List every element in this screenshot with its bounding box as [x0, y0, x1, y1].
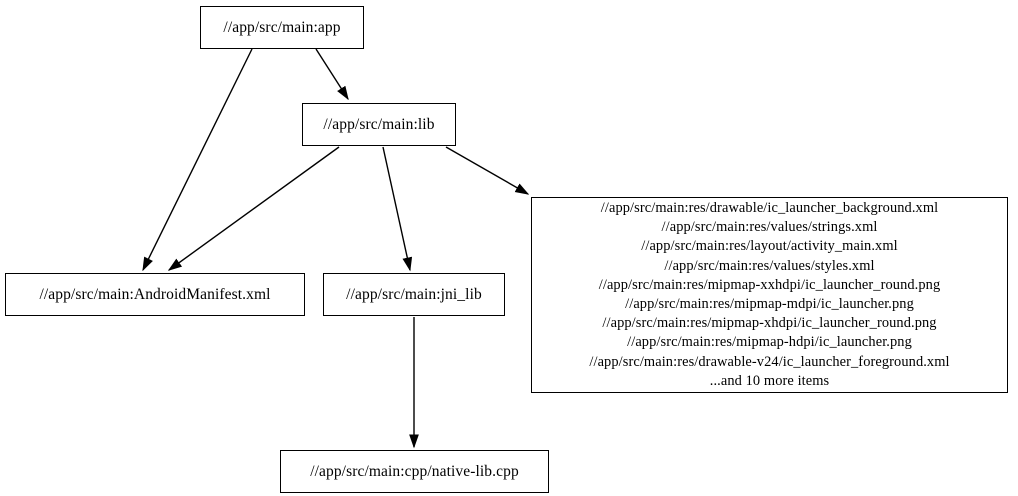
graph-node-label-line: //app/src/main:res/drawable/ic_launcher_…: [600, 199, 939, 216]
graph-node-label-manifest: //app/src/main:AndroidManifest.xml: [39, 286, 271, 303]
graph-edge-lib-to-jni-lib: [382, 146, 413, 272]
graph-node-label-resources: //app/src/main:res/drawable/ic_launcher_…: [589, 199, 949, 391]
graph-node-label-line: //app/src/main:res/mipmap-mdpi/ic_launch…: [625, 296, 914, 312]
graph-node-native_lib[interactable]: //app/src/main:cpp/native-lib.cpp: [280, 450, 549, 493]
graph-node-label-line: //app/src/main:res/mipmap-xhdpi/ic_launc…: [602, 315, 937, 332]
graph-edge-lib-to-manifest: [167, 146, 340, 271]
graph-node-jni_lib[interactable]: //app/src/main:jni_lib: [323, 273, 505, 316]
graph-node-label-line: //app/src/main:res/mipmap-xxhdpi/ic_laun…: [598, 276, 941, 293]
graph-edge-lib-to-resources: [445, 146, 530, 195]
graph-edge-app-to-lib: [315, 48, 349, 101]
graph-node-label-line: //app/src/main:res/values/styles.xml: [664, 257, 875, 274]
graph-node-label-line: //app/src/main:res/values/strings.xml: [661, 219, 878, 236]
graph-node-manifest[interactable]: //app/src/main:AndroidManifest.xml: [5, 273, 305, 316]
graph-node-label-line: //app/src/main:res/drawable-v24/ic_launc…: [589, 353, 950, 370]
graph-node-label-jni_lib: //app/src/main:jni_lib: [346, 286, 482, 303]
graph-node-label-line: //app/src/main:res/mipmap-hdpi/ic_launch…: [627, 334, 912, 351]
graph-node-label-native_lib: //app/src/main:cpp/native-lib.cpp: [310, 463, 519, 480]
graph-node-label-app: //app/src/main:app: [223, 19, 341, 36]
graph-node-label-line: //app/src/main:res/layout/activity_main.…: [641, 238, 898, 255]
graph-node-label-lib: //app/src/main:lib: [323, 116, 435, 133]
graph-node-label-line: ...and 10 more items: [709, 372, 830, 389]
graph-node-resources[interactable]: //app/src/main:res/drawable/ic_launcher_…: [531, 197, 1008, 393]
graph-node-lib[interactable]: //app/src/main:lib: [302, 103, 456, 146]
graph-edge-app-to-manifest: [142, 48, 253, 272]
graph-node-app[interactable]: //app/src/main:app: [200, 6, 364, 49]
